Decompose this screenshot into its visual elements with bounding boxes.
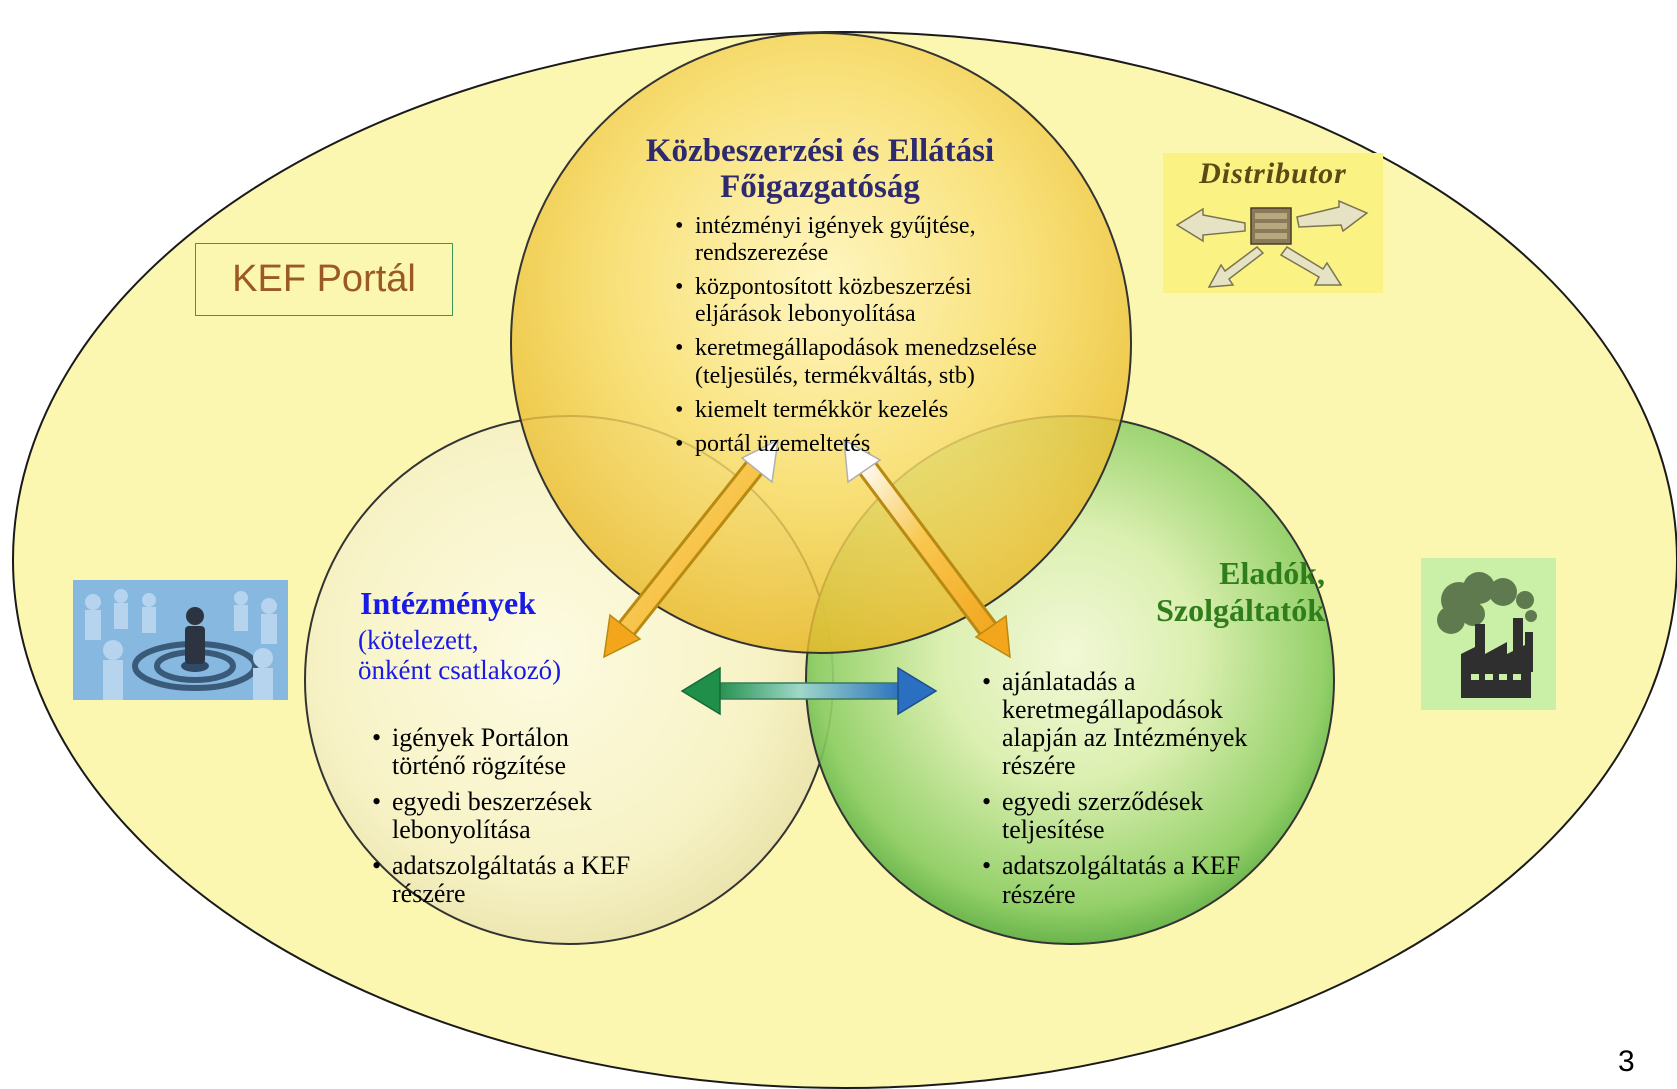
top-list-item: kiemelt termékkör kezelés [675,397,1095,424]
right-circle-title: Eladók, Szolgáltatók [1156,555,1325,629]
right-circle-list: ajánlatadás akeretmegállapodásokalapján … [982,667,1312,917]
top-list-item: portál üzemeltetés [675,431,1095,458]
people-crowd-icon [73,580,288,700]
distributor-label: Distributor [1199,157,1347,190]
kef-portal-label: KEF Portál [195,243,453,316]
arrow-horizontal [680,666,938,716]
top-title-line2: Főigazgatóság [720,169,920,206]
arrow-top-left [603,438,779,659]
top-list-item: intézményi igények gyűjtése,rendszerezés… [675,213,1095,267]
top-circle-list: intézményi igények gyűjtése,rendszerezés… [675,213,1095,465]
top-circle-title: Közbeszerzési és Ellátási Főigazgatóság [600,133,1040,206]
left-circle-subtitle: (kötelezett, önként csatlakozó) [358,625,562,686]
top-list-item: keretmegállapodások menedzselése(teljesü… [675,335,1095,389]
top-title-line1: Közbeszerzési és Ellátási [645,133,995,169]
distributor-arrows-icon [1175,199,1369,288]
factory-image [1421,558,1556,710]
distributor-image: Distributor [1163,153,1383,293]
right-list-item: ajánlatadás akeretmegállapodásokalapján … [982,667,1312,780]
people-image [73,580,288,700]
kef-portal-text: KEF Portál [232,258,416,300]
factory-smoke-icon [1421,558,1556,710]
page-number: 3 [1618,1045,1635,1078]
left-circle-title: Intézmények [360,585,536,621]
